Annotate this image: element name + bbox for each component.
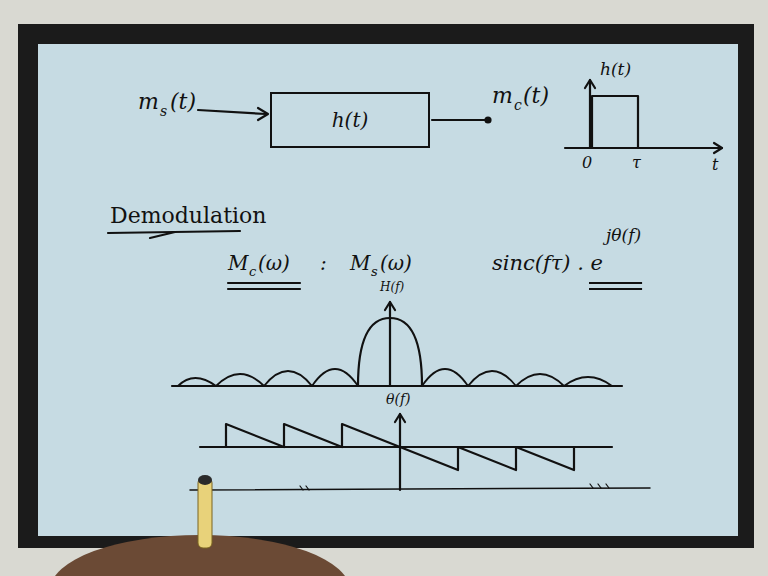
- side-lobes: [178, 369, 358, 386]
- arrow-head: [714, 143, 722, 153]
- board-frame: [18, 24, 754, 548]
- exponent: jθ(f): [606, 226, 641, 245]
- subscript: c: [249, 265, 256, 279]
- plot-label: H(f): [380, 281, 404, 294]
- equation-term: (ω): [258, 252, 290, 274]
- phase-axis: [200, 446, 612, 448]
- axis-label: h(t): [600, 60, 631, 79]
- side-lobes: [422, 369, 612, 386]
- underline: [228, 288, 300, 290]
- arrow-head: [395, 414, 405, 422]
- input-arrow: [198, 110, 266, 114]
- system-block: h(t): [270, 92, 430, 148]
- axis-label: t: [712, 156, 718, 174]
- pen: [198, 478, 212, 548]
- equation-term: :: [320, 252, 327, 274]
- arrow-head: [585, 80, 595, 88]
- signal-name: m: [138, 90, 159, 114]
- arrow-head: [385, 302, 395, 310]
- rect-pulse: [592, 96, 638, 148]
- signal-name: (t): [170, 90, 196, 114]
- section-heading: Demodulation: [110, 204, 266, 228]
- extra-axis: [190, 488, 650, 490]
- underline: [228, 282, 300, 284]
- signal-name: (t): [523, 84, 549, 108]
- phase-vert-axis: [399, 414, 401, 490]
- main-lobe: [358, 318, 422, 386]
- plot-label: θ(f): [386, 392, 411, 407]
- subscript: s: [160, 104, 167, 119]
- equation-term: M: [228, 252, 248, 274]
- board-surface: [38, 44, 738, 536]
- output-arrow: [432, 119, 486, 121]
- block-label: h(t): [332, 108, 369, 132]
- time-axis: [565, 147, 722, 149]
- tick-marks: [300, 484, 609, 490]
- subscript: c: [514, 98, 522, 113]
- axis-tick: 0: [582, 154, 592, 172]
- mag-axis: [389, 302, 391, 386]
- underline: [589, 288, 642, 290]
- signal-name: m: [492, 84, 513, 108]
- phase-sawtooth: [400, 447, 574, 470]
- equation-term: M: [350, 252, 370, 274]
- output-dot: [486, 118, 491, 123]
- subscript: s: [371, 265, 378, 279]
- pulse-axis: [589, 80, 591, 148]
- phase-sawtooth: [226, 424, 400, 447]
- freq-axis: [172, 385, 622, 387]
- axis-tick: τ: [632, 154, 641, 172]
- equation-term: (ω): [380, 252, 412, 274]
- equation-term: sinc(fτ) . e: [492, 252, 603, 275]
- pen-tip: [198, 475, 212, 485]
- underline: [150, 232, 175, 238]
- arrow-head: [258, 108, 268, 120]
- underline: [589, 282, 642, 284]
